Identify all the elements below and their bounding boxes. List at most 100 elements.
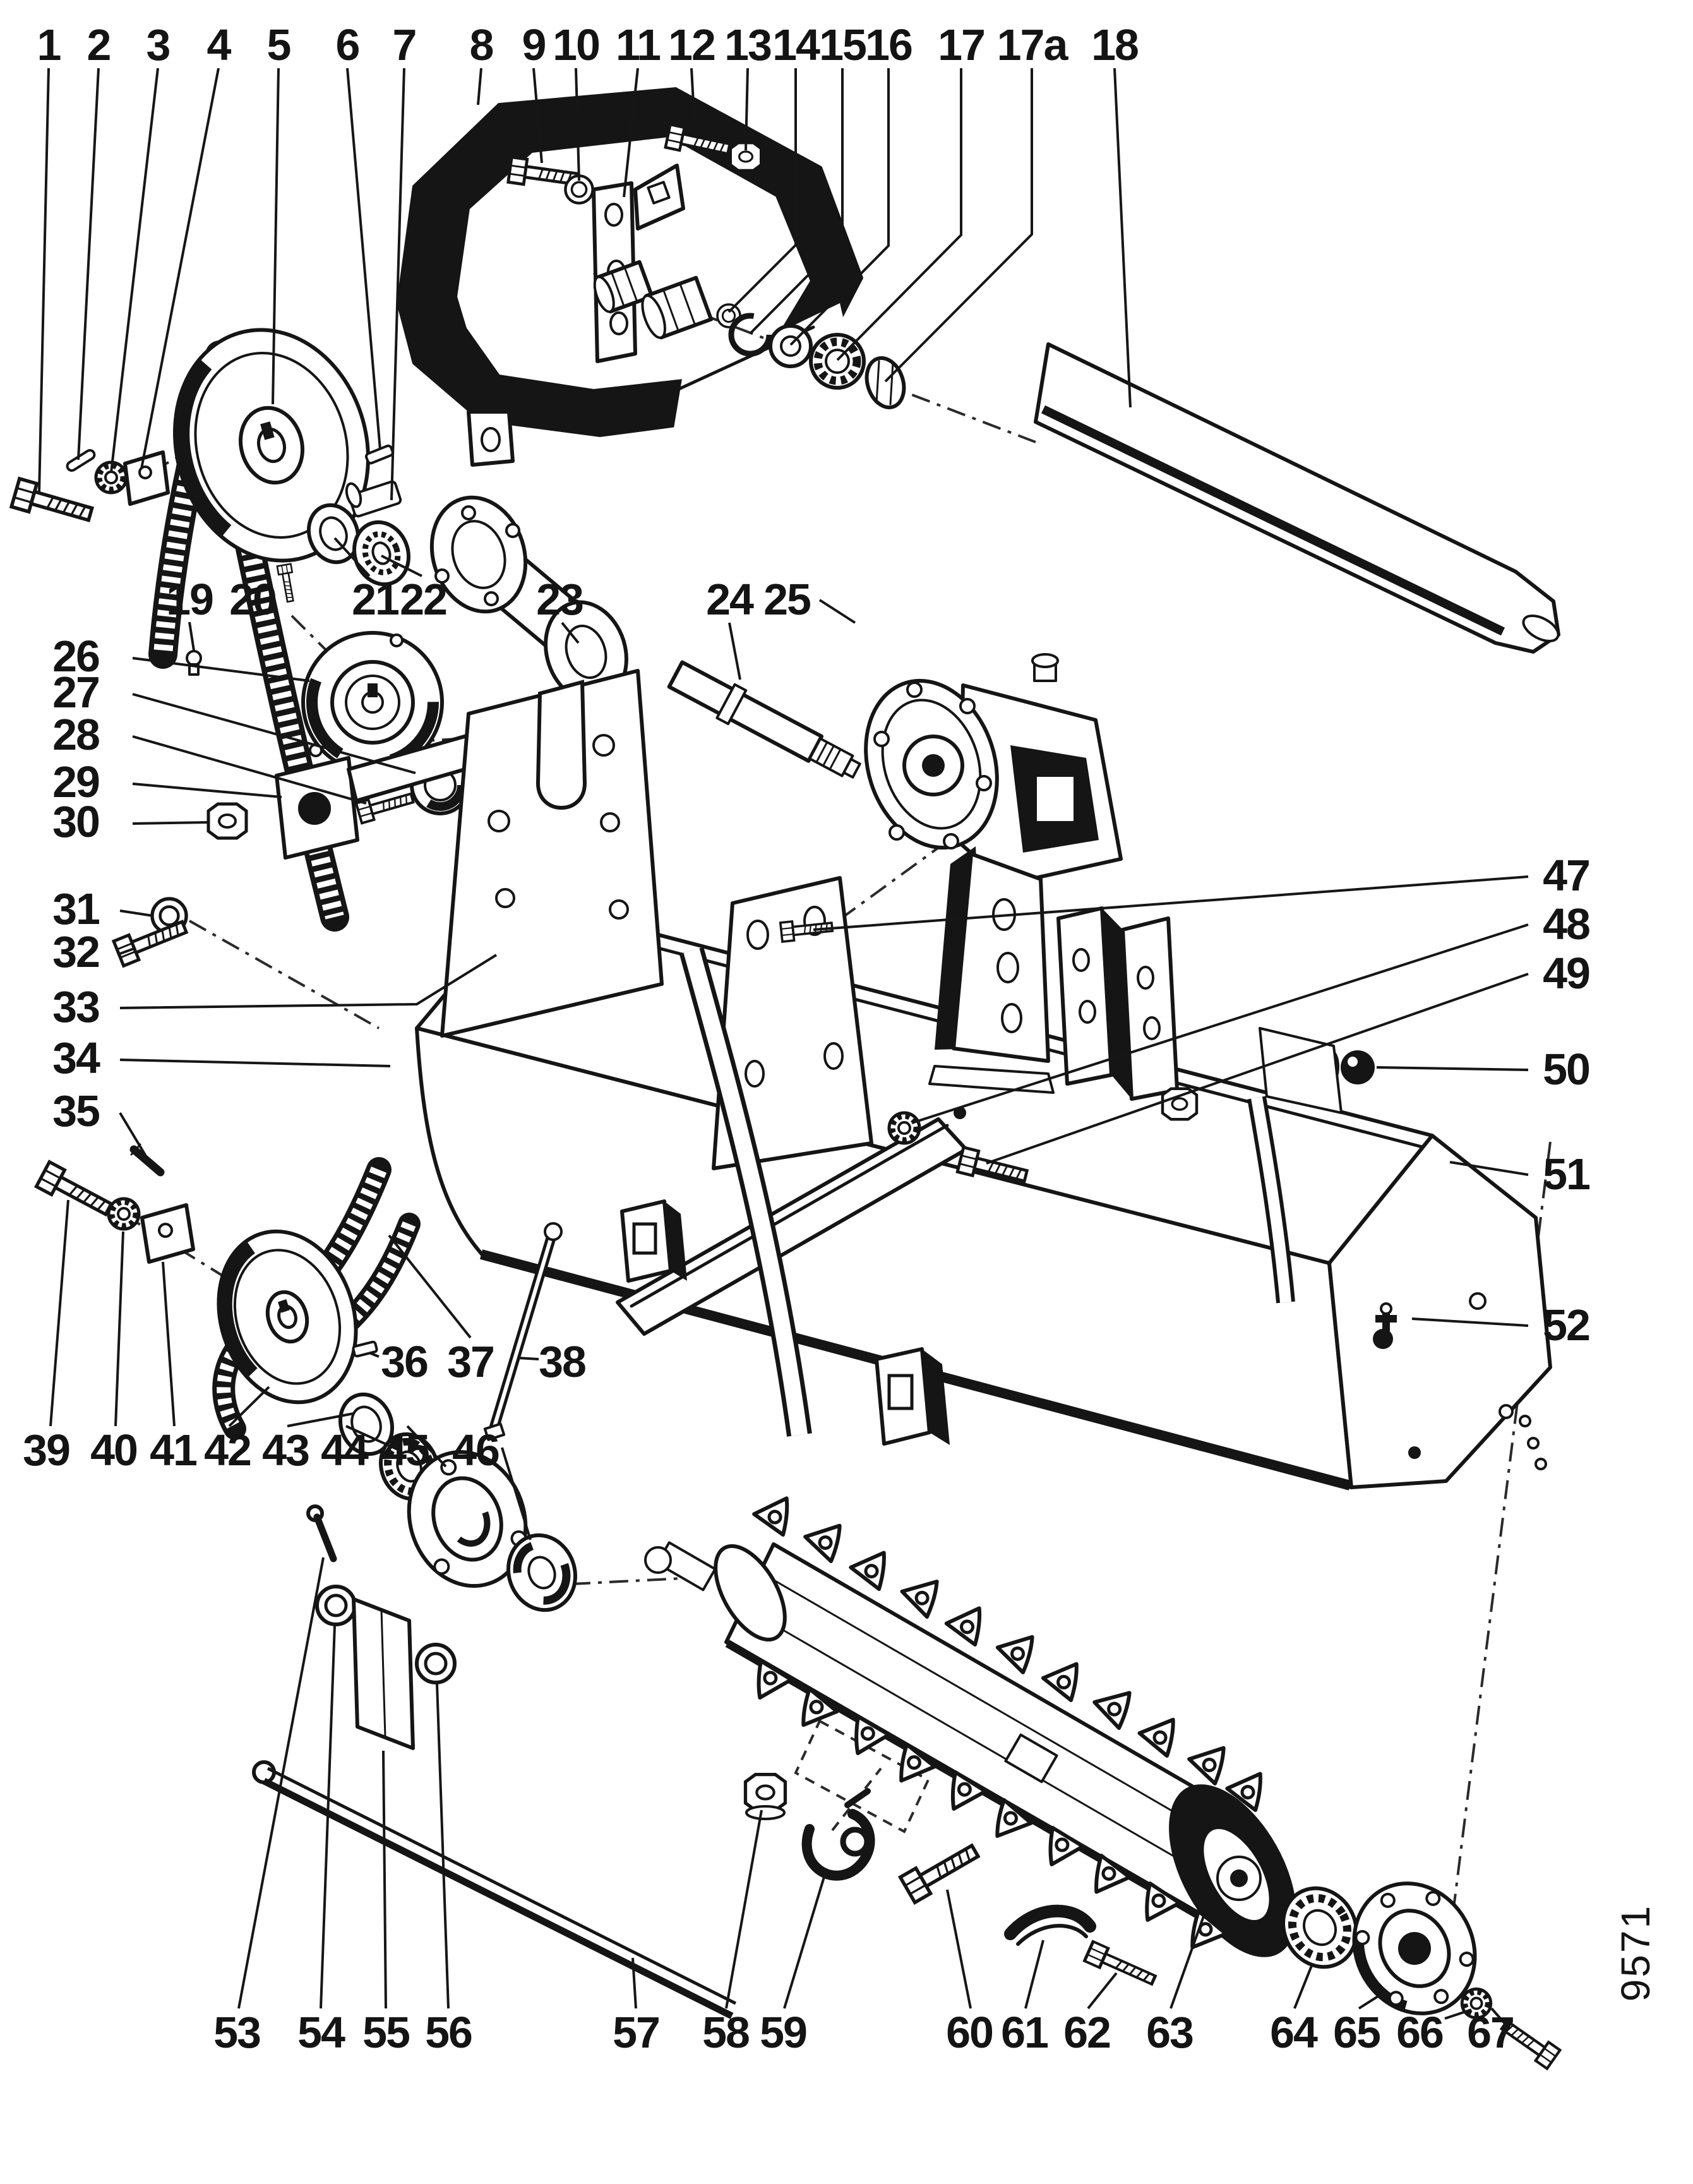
nut-30	[208, 804, 246, 838]
leader-line-40	[114, 1231, 124, 1427]
callout-label-2: 2	[87, 20, 111, 69]
leader-line-58	[725, 1809, 763, 2009]
callout-label-55: 55	[362, 2008, 409, 2057]
rod-57	[252, 1760, 737, 2019]
shaft-7	[345, 480, 402, 518]
ring-21	[306, 503, 361, 565]
pulley-42	[217, 1229, 358, 1405]
callout-label-62: 62	[1063, 2008, 1110, 2057]
leader-line-67	[1490, 2007, 1511, 2030]
leader-line-57	[631, 1957, 637, 2009]
callout-label-28: 28	[52, 710, 99, 759]
leader-line-28	[132, 735, 367, 805]
callout-label-47: 47	[1543, 851, 1589, 900]
leader-line-3	[110, 68, 159, 473]
callout-label-9: 9	[522, 20, 546, 69]
leader-line-44	[345, 1425, 400, 1451]
leader-line-32	[119, 947, 135, 955]
snap-ring-15	[728, 313, 772, 357]
callout-label-51: 51	[1543, 1149, 1589, 1199]
callout-label-34: 34	[52, 1033, 100, 1083]
leader-line-15	[749, 68, 844, 335]
cotter-pin-53	[306, 1504, 337, 1563]
callout-label-21: 21	[352, 575, 398, 624]
bolt-60	[900, 1839, 983, 1903]
callout-label-4: 4	[207, 20, 232, 69]
leader-line-26	[132, 657, 310, 682]
leader-line-50	[1376, 1066, 1529, 1071]
leader-line-24	[728, 622, 741, 680]
leader-line-35	[119, 1112, 148, 1158]
callout-label-22: 22	[400, 575, 446, 624]
callout-label-40: 40	[90, 1425, 137, 1475]
callout-label-12: 12	[668, 20, 715, 69]
leader-line-27	[132, 693, 416, 774]
callout-label-19: 19	[166, 575, 213, 624]
leader-line-31	[119, 909, 153, 917]
leader-line-45	[406, 1425, 447, 1468]
leader-line-5	[272, 68, 280, 405]
leader-line-52	[1411, 1317, 1529, 1327]
callout-label-6: 6	[336, 20, 359, 69]
callout-label-38: 38	[539, 1337, 585, 1386]
pin-2	[66, 448, 96, 472]
leader-line-60	[946, 1889, 972, 2009]
callout-label-27: 27	[52, 668, 99, 717]
leader-line-16	[789, 68, 890, 346]
callout-label-60: 60	[946, 2008, 993, 2057]
leader-line-61	[1024, 1940, 1044, 2009]
callout-label-67: 67	[1467, 2008, 1514, 2057]
lock-washer-48	[889, 1113, 919, 1143]
callout-label-33: 33	[52, 982, 99, 1031]
callout-label-36: 36	[381, 1337, 428, 1386]
leader-line-6	[346, 68, 381, 450]
callout-label-17a: 17a	[997, 20, 1069, 69]
shaft-24	[667, 660, 861, 779]
leader-line-47	[813, 875, 1529, 931]
callout-label-15: 15	[819, 20, 866, 69]
bolt-62	[1084, 1941, 1158, 1989]
drawing-number: 9571	[1613, 1904, 1658, 2001]
leader-line-10	[575, 68, 580, 181]
callout-label-42: 42	[204, 1425, 251, 1475]
bushing-set	[593, 260, 714, 340]
callout-label-43: 43	[262, 1425, 309, 1475]
callout-label-54: 54	[297, 2008, 345, 2057]
callout-label-52: 52	[1543, 1300, 1589, 1350]
callout-label-5: 5	[267, 20, 290, 69]
callout-label-32: 32	[52, 927, 99, 976]
callout-label-63: 63	[1146, 2008, 1193, 2057]
leader-line-43	[287, 1412, 354, 1427]
leader-line-54	[320, 1625, 336, 2009]
callout-label-25: 25	[763, 575, 810, 624]
leader-line-23	[561, 621, 580, 644]
leader-line-51	[1449, 1161, 1529, 1176]
leader-line-9	[532, 68, 543, 164]
callout-label-41: 41	[150, 1425, 196, 1475]
plate-55	[352, 1597, 415, 1750]
tension-rod-38	[483, 1222, 563, 1441]
callout-label-29: 29	[52, 757, 99, 807]
leader-line-7	[390, 68, 405, 501]
ring-56	[417, 1645, 455, 1683]
callout-label-45: 45	[382, 1425, 429, 1475]
grease-nipple-19	[186, 650, 202, 676]
pulley-5	[173, 328, 370, 563]
bolt-1	[11, 479, 94, 528]
leader-line-12	[690, 68, 696, 127]
leader-line-46	[501, 1447, 532, 1540]
leader-line-64	[1293, 1964, 1313, 2009]
leader-line-4	[140, 68, 220, 469]
callout-label-57: 57	[613, 2008, 659, 2057]
callout-label-50: 50	[1543, 1045, 1589, 1094]
callout-label-64: 64	[1270, 2008, 1318, 2057]
leader-line-33	[119, 954, 498, 1009]
leader-line-22	[381, 555, 422, 577]
callout-label-59: 59	[760, 2008, 806, 2057]
leader-line-2	[77, 68, 100, 460]
callout-label-18: 18	[1091, 20, 1138, 69]
bearing-flange-26	[301, 631, 444, 774]
